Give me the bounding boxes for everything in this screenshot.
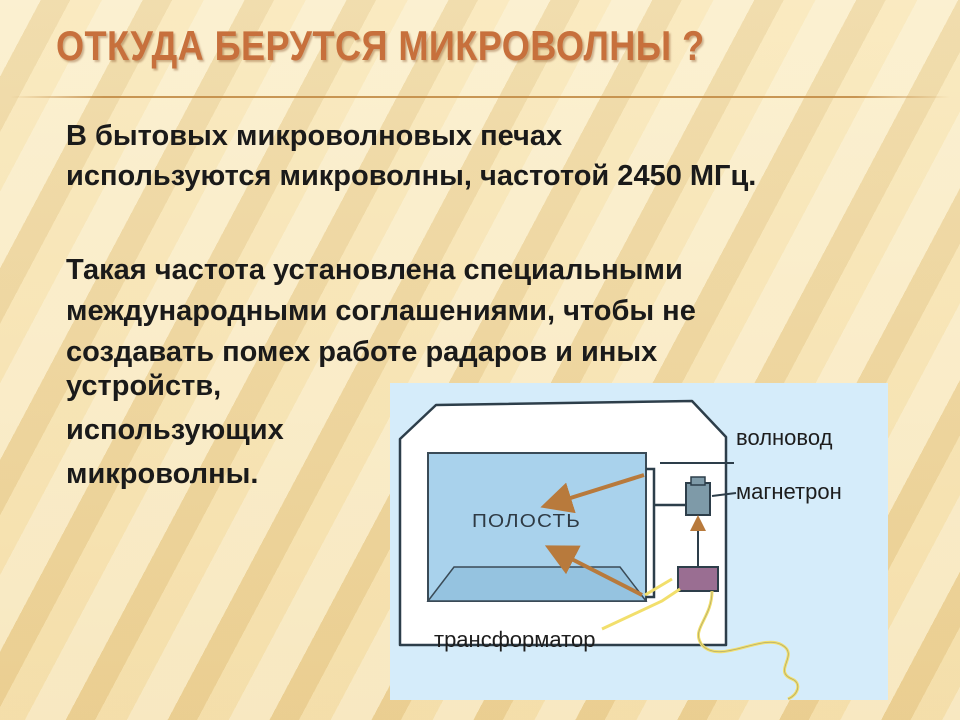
wave-arrow-upper bbox=[540, 473, 645, 514]
paragraph-devices: устройств, использующих микроволны. bbox=[66, 364, 284, 496]
magnetron-pointer bbox=[711, 492, 737, 497]
paragraph-line: создавать помех работе радаров и иных bbox=[66, 336, 658, 368]
paragraph-line: устройств, bbox=[66, 370, 222, 402]
wire-cavity-to-transformer bbox=[644, 577, 673, 597]
cavity-floor bbox=[426, 566, 648, 602]
wave-arrow-lower bbox=[544, 545, 643, 597]
paragraph-line: международными соглашениями, чтобы не bbox=[66, 295, 696, 327]
microwave-diagram-drawing bbox=[398, 399, 800, 700]
paragraph-frequency: В бытовых микроволновых печах используют… bbox=[66, 116, 756, 196]
paragraph-line: использующих bbox=[66, 414, 284, 446]
title-divider bbox=[10, 96, 950, 98]
waveguide bbox=[646, 467, 656, 599]
paragraph-regulation: Такая частота установлена специальными м… bbox=[66, 250, 696, 373]
slide-title: ОТКУДА БЕРУТСЯ МИКРОВОЛНЫ ? bbox=[56, 22, 705, 69]
magnetron-block bbox=[685, 482, 711, 516]
paragraph-line: В бытовых микроволновых печах bbox=[66, 120, 563, 152]
paragraph-line: Такая частота установлена специальными bbox=[66, 254, 683, 286]
label-transformer: трансформатор bbox=[434, 627, 596, 652]
label-magnetron: магнетрон bbox=[736, 479, 842, 504]
microwave-diagram: волновод магнетрон ПОЛОСТЬ трансформатор bbox=[390, 383, 888, 700]
paragraph-line: микроволны. bbox=[66, 458, 259, 490]
wire-label-pointer bbox=[601, 587, 681, 631]
transformer-block bbox=[677, 566, 719, 592]
magnetron-cap bbox=[690, 476, 706, 486]
paragraph-line: используются микроволны, частотой 2450 М… bbox=[66, 160, 757, 192]
label-cavity: ПОЛОСТЬ bbox=[472, 511, 581, 531]
power-cord-outline bbox=[698, 590, 799, 700]
label-waveguide: волновод bbox=[736, 425, 833, 450]
